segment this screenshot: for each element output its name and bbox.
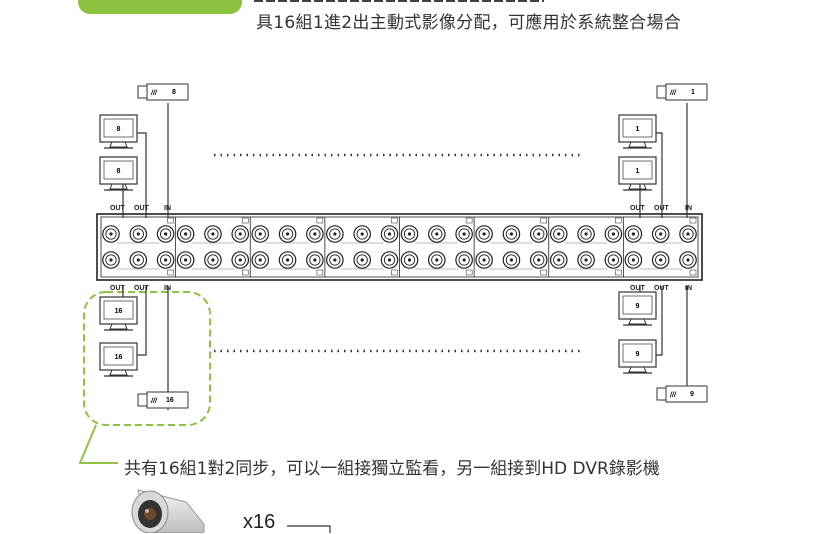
camera-icon: /// 1 [656, 83, 708, 101]
port-label-out: OUT [630, 285, 646, 292]
bnc-connector [577, 225, 595, 243]
monitor-icon: 1 [618, 156, 657, 191]
bnc-connector [502, 225, 521, 243]
port-label-out: OUT [134, 285, 150, 292]
bnc-connector [176, 225, 195, 243]
bnc-connector [577, 251, 595, 269]
bnc-connector [400, 251, 419, 269]
camera-icon: /// 9 [656, 385, 708, 403]
bnc-connector [549, 251, 568, 269]
bnc-connector [400, 225, 419, 243]
svg-text:///: /// [150, 398, 158, 405]
cropped-title [254, 0, 554, 2]
port-label-in: IN [164, 205, 171, 212]
monitor-number: 9 [636, 303, 640, 310]
bnc-connector [353, 251, 371, 269]
section-tab [78, 0, 242, 14]
port-label-in: IN [685, 205, 692, 212]
monitor-number: 16 [115, 354, 123, 361]
bnc-connector [102, 225, 120, 243]
port-label-out: OUT [134, 205, 150, 212]
port-label-out: OUT [630, 205, 646, 212]
quantity-label: x16 [243, 511, 276, 533]
camera-number: 8 [172, 89, 176, 96]
bnc-connector [306, 225, 324, 243]
bnc-connector [129, 251, 148, 269]
monitor-icon: 16 [99, 296, 138, 331]
bnc-connector [604, 251, 623, 269]
monitor-icon: 8 [99, 156, 138, 191]
port-label-out: OUT [654, 285, 670, 292]
bnc-connector [176, 251, 195, 269]
bnc-connector [251, 251, 270, 269]
bnc-connector [156, 225, 175, 243]
bnc-connector [231, 251, 250, 269]
port-label-in: IN [685, 285, 692, 292]
monitor-number: 1 [636, 126, 640, 133]
svg-text:///: /// [669, 392, 677, 399]
monitor-number: 1 [636, 168, 640, 175]
bnc-connector [428, 251, 446, 269]
bnc-connector [475, 225, 493, 243]
bnc-connector [251, 225, 270, 243]
port-label-in: IN [164, 285, 171, 292]
bnc-connector [651, 251, 670, 269]
monitor-icon: 1 [618, 114, 657, 149]
monitor-icon: 16 [99, 342, 138, 377]
camera-number: 1 [691, 89, 695, 96]
highlight-leader [78, 424, 118, 464]
monitor-number: 8 [117, 168, 121, 175]
bnc-connector [306, 251, 324, 269]
bnc-connector [380, 251, 399, 269]
bnc-connector [624, 225, 643, 243]
monitor-icon: 8 [99, 114, 138, 149]
monitor-icon: 9 [618, 339, 657, 374]
bnc-connector [624, 251, 643, 269]
bnc-connector [129, 225, 148, 243]
bnc-connector [455, 251, 473, 269]
bnc-connector [278, 251, 297, 269]
bnc-connector [679, 225, 697, 243]
port-label-out: OUT [110, 285, 126, 292]
bnc-connector [455, 225, 473, 243]
monitor-number: 16 [115, 308, 123, 315]
subtitle: 具16組1進2出主動式影像分配，可應用於系統整合場合 [256, 13, 682, 33]
video-distributor [96, 213, 703, 281]
monitor-number: 8 [117, 126, 121, 133]
highlight-box [83, 291, 211, 426]
port-label-out: OUT [654, 205, 670, 212]
port-label-out: OUT [110, 205, 126, 212]
camera-number: 16 [166, 397, 174, 404]
bnc-connector [353, 225, 371, 243]
bnc-connector [549, 225, 568, 243]
bnc-connector [529, 225, 548, 243]
monitor-icon: 9 [618, 291, 657, 326]
bnc-connector [278, 225, 297, 243]
bnc-connector [428, 225, 446, 243]
bnc-connector [475, 251, 493, 269]
camera-icon: /// 8 [137, 83, 189, 101]
bnc-connector [502, 251, 521, 269]
svg-text:///: /// [669, 90, 677, 97]
bullet-camera-icon [131, 489, 205, 533]
bnc-connector [651, 225, 670, 243]
svg-text:///: /// [150, 90, 158, 97]
bnc-connector [326, 225, 344, 243]
bnc-connector [679, 251, 697, 269]
bnc-connector [380, 225, 399, 243]
bnc-connector [604, 225, 623, 243]
monitor-number: 9 [636, 351, 640, 358]
bnc-connector [231, 225, 250, 243]
camera-icon: /// 16 [137, 391, 189, 409]
bnc-connector [204, 225, 222, 243]
bnc-connector [204, 251, 222, 269]
bnc-connector [156, 251, 175, 269]
bnc-connector [326, 251, 344, 269]
bnc-connector [102, 251, 120, 269]
bnc-connector [529, 251, 548, 269]
camera-number: 9 [690, 391, 694, 398]
caption: 共有16組1對2同步，可以一組接獨立監看，另一組接到HD DVR錄影機 [124, 459, 660, 479]
